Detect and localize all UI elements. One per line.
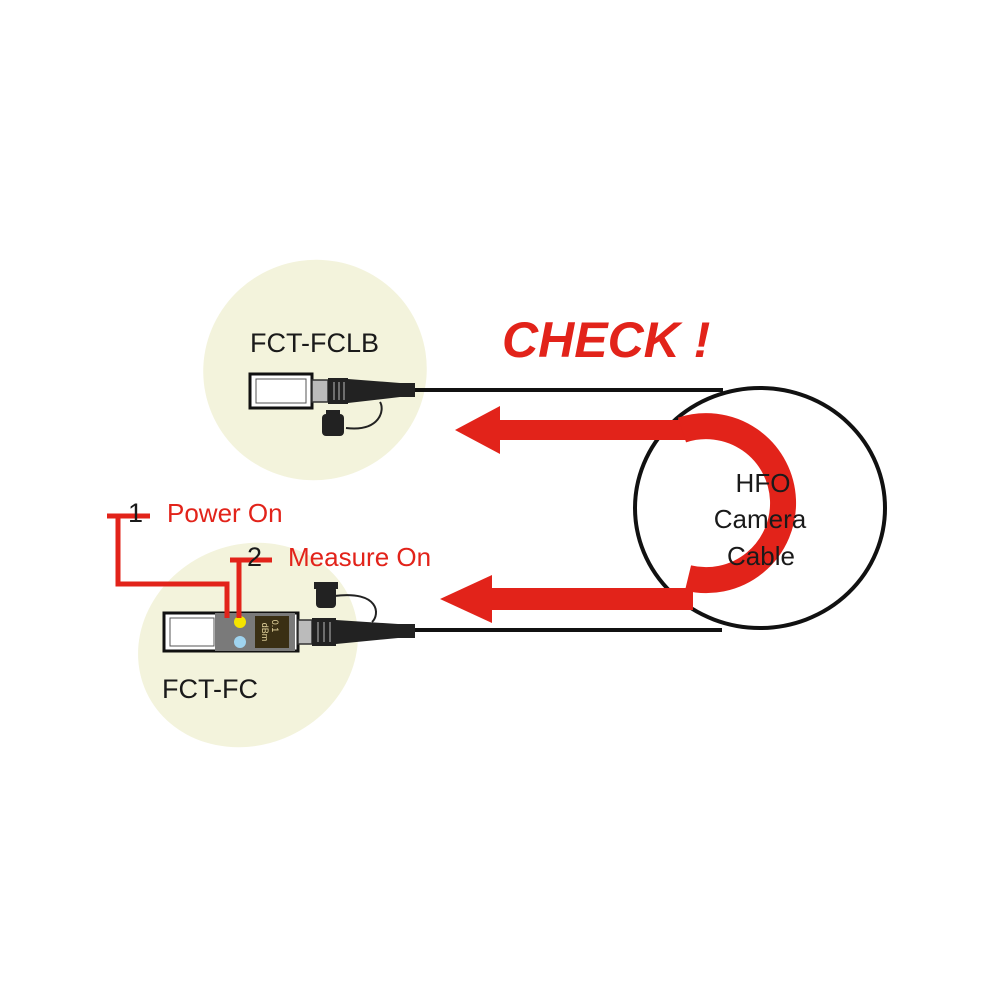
check-title: CHECK ! xyxy=(502,312,710,368)
meter-display-value: 0.1 xyxy=(270,620,280,633)
meter-label: FCT-FC xyxy=(162,674,258,704)
meter-device: 0.1 dBm xyxy=(162,582,415,653)
loopback-boot xyxy=(348,379,400,403)
meter-body-inner xyxy=(169,617,215,647)
loopback-body-inner xyxy=(255,378,307,404)
meter-collar xyxy=(398,624,415,638)
measure-leader-line xyxy=(230,557,272,618)
loopback-dust-cap-top xyxy=(326,410,340,416)
power-leader-line xyxy=(107,513,230,618)
step-1-number: 1 xyxy=(128,498,143,528)
power-led xyxy=(234,616,246,628)
loopback-device xyxy=(248,372,415,436)
meter-ferrule xyxy=(297,619,313,645)
step-measure-on: 2 Measure On xyxy=(230,542,431,618)
meter-ribs xyxy=(317,622,331,642)
inner-coil-arc xyxy=(677,413,797,594)
loopback-label: FCT-FCLB xyxy=(250,328,379,358)
meter-display xyxy=(255,616,289,648)
loopback-cap-tether xyxy=(345,401,383,430)
step-power-on: 1 Power On xyxy=(107,498,283,618)
meter-boot xyxy=(336,620,398,644)
loopback-ferrule xyxy=(311,379,329,403)
loopback-collar xyxy=(400,383,415,397)
signal-arrows xyxy=(440,406,797,623)
meter-cap-tether xyxy=(333,594,378,623)
cable-label-line2: Camera xyxy=(714,504,807,534)
meter-display-unit: dBm xyxy=(260,623,270,642)
return-arrow-shaft xyxy=(498,420,688,440)
loopback-ribs xyxy=(333,382,345,400)
measure-led xyxy=(234,636,246,648)
loopback-zone xyxy=(203,259,427,481)
step-2-text: Measure On xyxy=(288,542,431,572)
loopback-connector xyxy=(328,378,348,404)
cable-label-line3: Cable xyxy=(727,541,795,571)
outgoing-arrow-head xyxy=(440,575,492,623)
meter-dust-cap-top xyxy=(314,582,338,589)
meter-dust-cap xyxy=(316,586,336,608)
outgoing-arrow-shaft xyxy=(488,588,693,610)
step-2-number: 2 xyxy=(247,542,262,572)
cable-label-line1: HFO xyxy=(736,468,791,498)
loopback-dust-cap xyxy=(322,414,344,436)
step-1-text: Power On xyxy=(167,498,283,528)
